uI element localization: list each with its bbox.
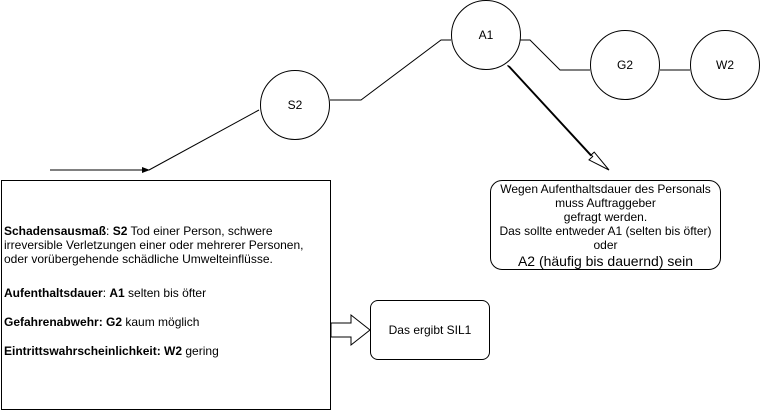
edge-s2-to-a1 (330, 39, 451, 101)
node-a1: A1 (451, 0, 521, 70)
note-line-3: gefragt werden. (563, 210, 648, 224)
damage-line: Schadensausmaß: S2 Tod einer Person, sch… (4, 224, 328, 266)
node-g2: G2 (590, 30, 660, 100)
block-arrow-to-result (330, 313, 371, 347)
avoidance-label: Gefahrenabwehr: G2 (4, 315, 123, 329)
node-a1-label: A1 (478, 28, 494, 42)
probability-line: Eintrittswahrscheinlichkeit: W2 gering (4, 344, 328, 358)
edge-a1-to-g2 (520, 39, 590, 71)
node-w2-label: W2 (716, 58, 734, 72)
exposure-label: Aufenthaltsdauer (4, 286, 103, 300)
block-arrow-to-note (507, 65, 610, 171)
node-w2: W2 (690, 30, 760, 100)
node-s2: S2 (260, 70, 330, 140)
damage-text: Tod einer Person, schwere irreversible V… (4, 224, 304, 266)
assessment-box: Schadensausmaß: S2 Tod einer Person, sch… (1, 180, 331, 410)
note-box: Wegen Aufenthaltsdauer des Personals mus… (490, 180, 721, 270)
note-line-2: muss Auftraggeber (555, 196, 656, 210)
probability-label: Eintrittswahrscheinlichkeit: W2 (4, 344, 183, 358)
avoidance-text: kaum möglich (122, 315, 200, 329)
note-line-5: oder (593, 238, 618, 252)
damage-code: S2 (112, 224, 128, 238)
result-text: Das ergibt SIL1 (388, 323, 472, 337)
damage-sep: : (106, 224, 113, 238)
exposure-line: Aufenthaltsdauer: A1 selten bis öfter (4, 286, 328, 300)
note-line-6: A2 (häufig bis dauernd) sein (517, 253, 694, 269)
note-line-1: Wegen Aufenthaltsdauer des Personals (500, 182, 711, 196)
exposure-code: A1 (109, 286, 125, 300)
exposure-text: selten bis öfter (124, 286, 207, 300)
note-line-4: Das sollte entweder A1 (selten bis öfter… (499, 224, 712, 238)
result-box: Das ergibt SIL1 (370, 300, 490, 360)
node-s2-label: S2 (287, 98, 303, 112)
node-g2-label: G2 (616, 58, 633, 72)
edge-entry-to-s2 (148, 109, 260, 171)
exposure-sep: : (102, 286, 110, 300)
damage-label: Schadensausmaß (4, 224, 107, 238)
probability-text: gering (182, 344, 219, 358)
avoidance-line: Gefahrenabwehr: G2 kaum möglich (4, 315, 328, 329)
